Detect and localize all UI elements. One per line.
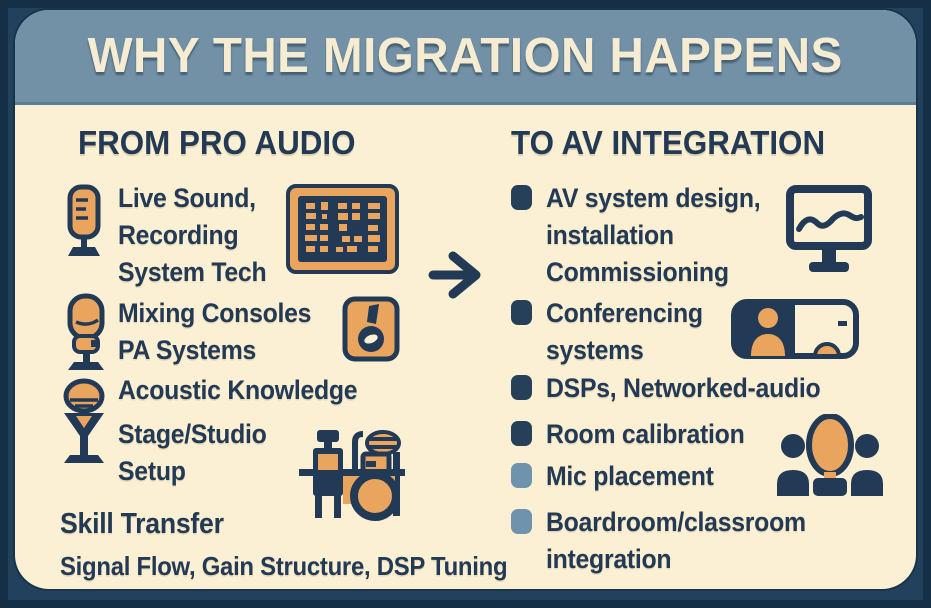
- bullet-marker: [511, 509, 532, 534]
- audience-icon: [773, 414, 887, 496]
- bullet-marker: [511, 421, 532, 446]
- left-item-text: Acoustic Knowledge: [118, 375, 358, 405]
- bullet-marker: [511, 185, 532, 210]
- left-item-text: Stage/Studio Setup: [118, 419, 267, 486]
- header-band: WHY THE MIGRATION HAPPENS: [15, 10, 916, 105]
- right-item-text: Room calibration: [546, 419, 745, 449]
- video-conference-icon: [731, 299, 859, 359]
- left-column-heading: FROM PRO AUDIO: [78, 124, 356, 161]
- mixing-console-icon: [286, 184, 399, 274]
- microphone-icon: [60, 184, 108, 264]
- right-item-text: Conferencing systems: [546, 298, 703, 365]
- bullet-marker: [511, 300, 532, 325]
- right-item-text: DSPs, Networked-audio: [546, 373, 821, 403]
- left-item-text: Mixing Consoles PA Systems: [118, 298, 312, 365]
- monitor-icon: [784, 183, 874, 275]
- skill-transfer-heading: Skill Transfer: [60, 508, 224, 540]
- bullet-marker: [511, 375, 532, 400]
- drum-kit-icon: [293, 426, 413, 522]
- card: WHY THE MIGRATION HAPPENS FROM PRO AUDIO…: [15, 10, 916, 589]
- bullet-marker: [511, 463, 532, 488]
- right-item-text: Boardroom/classroom integration: [546, 507, 806, 574]
- page-title: WHY THE MIGRATION HAPPENS: [87, 29, 844, 83]
- right-item-text: Mic placement: [546, 461, 714, 491]
- microphone-icon: [58, 378, 110, 466]
- right-item-text: AV system design, installation Commissio…: [546, 183, 761, 287]
- right-arrow-icon: [426, 244, 488, 306]
- left-item-text: Live Sound, Recording System Tech: [118, 183, 267, 287]
- speaker-icon: [341, 296, 401, 362]
- microphone-icon: [62, 292, 110, 372]
- right-column-heading: TO AV INTEGRATION: [511, 124, 826, 161]
- skill-transfer-text: Signal Flow, Gain Structure, DSP Tuning: [60, 551, 508, 581]
